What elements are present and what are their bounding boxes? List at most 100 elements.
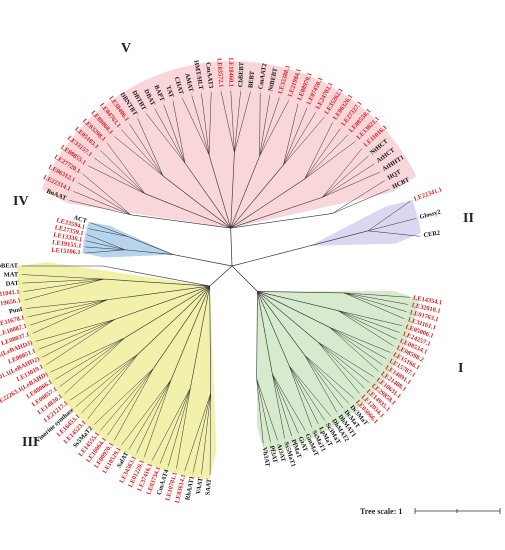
branch-leaf bbox=[84, 249, 125, 254]
leaf-leader bbox=[162, 101, 165, 105]
leaf-leader bbox=[336, 412, 339, 415]
branch-leaf bbox=[121, 379, 172, 445]
branch-internal bbox=[190, 286, 211, 389]
leaf-leader bbox=[415, 217, 419, 219]
branch-leaf bbox=[304, 128, 341, 180]
clade-label-I: I bbox=[458, 361, 463, 376]
leaf-leader bbox=[105, 435, 108, 438]
branch-leaf bbox=[289, 365, 325, 421]
branch-leaf bbox=[289, 365, 313, 428]
leaf-label: TAT bbox=[164, 85, 175, 100]
leaf-leader bbox=[277, 440, 279, 444]
leaf-label: CmAAT2 bbox=[257, 63, 268, 90]
branch-internal bbox=[130, 214, 231, 229]
branch-stem-V bbox=[230, 228, 233, 267]
branch-internal bbox=[153, 285, 210, 369]
leaf-leader bbox=[80, 172, 84, 175]
branch-leaf bbox=[24, 278, 104, 301]
branch-leaf bbox=[272, 373, 285, 439]
branch-leaf bbox=[332, 189, 390, 214]
clade-label-III: III bbox=[22, 435, 38, 450]
leaf-leader bbox=[52, 379, 56, 382]
branch-leaf bbox=[55, 337, 125, 380]
branch-leaf bbox=[81, 354, 139, 413]
branch-leaf bbox=[86, 240, 125, 251]
branch-leaf bbox=[338, 310, 397, 340]
leaf-label: LE18460.1 bbox=[227, 58, 234, 87]
branch-leaf bbox=[30, 299, 108, 326]
branch-leaf bbox=[151, 387, 191, 461]
branch-leaf bbox=[94, 157, 145, 194]
branch-internal bbox=[127, 236, 174, 255]
branch-leaf bbox=[168, 388, 191, 467]
clade-sector-IV bbox=[82, 222, 174, 258]
leaf-leader bbox=[85, 418, 89, 422]
leaf-leader bbox=[374, 162, 377, 165]
leaf-leader bbox=[112, 439, 115, 443]
leaf-leader bbox=[373, 376, 377, 379]
branch-leaf bbox=[338, 310, 400, 333]
branch-stem-I bbox=[231, 265, 258, 292]
leaf-leader bbox=[279, 94, 281, 98]
leaf-leader bbox=[330, 416, 333, 420]
branch-leaf bbox=[283, 112, 316, 166]
leaf-leader bbox=[354, 139, 358, 142]
branch-leaf bbox=[338, 310, 394, 347]
leaf-leader bbox=[324, 420, 327, 423]
branch-leaf bbox=[256, 378, 264, 444]
branch-leaf bbox=[322, 148, 363, 198]
branch-leaf bbox=[304, 355, 338, 413]
branch-leaf bbox=[114, 368, 154, 441]
branch-leaf bbox=[329, 327, 387, 359]
leaf-leader bbox=[379, 170, 383, 173]
leaf-leader bbox=[153, 106, 156, 109]
branch-internal bbox=[257, 291, 273, 374]
branch-leaf bbox=[87, 354, 139, 419]
leaf-label: VAAT bbox=[195, 476, 204, 494]
branch-leaf bbox=[343, 292, 408, 305]
branch-stem-II bbox=[231, 245, 310, 267]
branch-leaf bbox=[283, 103, 299, 166]
branch-leaf bbox=[329, 327, 391, 353]
leaf-leader bbox=[85, 227, 89, 229]
branch-leaf bbox=[28, 299, 108, 318]
leaf-label: LE03572.1 bbox=[215, 58, 224, 88]
branch-leaf bbox=[107, 368, 154, 436]
branch-leaf bbox=[322, 163, 375, 198]
branch-internal bbox=[257, 291, 339, 311]
branch-leaf bbox=[201, 393, 211, 474]
branch-leaf bbox=[259, 97, 280, 157]
branch-leaf bbox=[289, 365, 319, 425]
clade-sectors bbox=[17, 61, 422, 480]
tree-scale-label: Tree scale: 1 bbox=[360, 507, 402, 516]
branch-leaf bbox=[318, 342, 365, 389]
leaf-leader bbox=[270, 441, 272, 445]
branch-leaf bbox=[318, 342, 374, 378]
branch-leaf bbox=[230, 90, 235, 153]
branch-internal bbox=[230, 178, 305, 229]
leaf-leader bbox=[48, 371, 51, 374]
branch-leaf bbox=[192, 393, 211, 473]
branch-leaf bbox=[272, 373, 299, 434]
branch-leaf bbox=[234, 91, 251, 153]
leaf-leader bbox=[288, 97, 290, 101]
branch-leaf bbox=[176, 388, 191, 469]
branch-leaf bbox=[107, 143, 145, 194]
leaf-label: CbBEBT bbox=[237, 61, 245, 87]
branch-leaf bbox=[35, 319, 115, 342]
leaf-leader bbox=[98, 429, 101, 433]
leaf-leader bbox=[57, 386, 61, 389]
branch-internal bbox=[230, 197, 323, 229]
leaf-label: SAAT bbox=[204, 478, 213, 496]
branch-leaf bbox=[259, 100, 289, 157]
leaf-leader bbox=[315, 109, 318, 113]
clade-labels: V IV II I III bbox=[13, 41, 474, 450]
leaf-leader bbox=[378, 370, 381, 373]
leaf-leader bbox=[135, 453, 137, 456]
branch-leaf bbox=[256, 378, 278, 441]
leaf-leader bbox=[342, 407, 345, 411]
leaf-leader bbox=[361, 146, 365, 149]
branch-leaf bbox=[137, 118, 164, 177]
leaf-leader bbox=[406, 311, 410, 313]
leaf-leader bbox=[36, 348, 40, 351]
